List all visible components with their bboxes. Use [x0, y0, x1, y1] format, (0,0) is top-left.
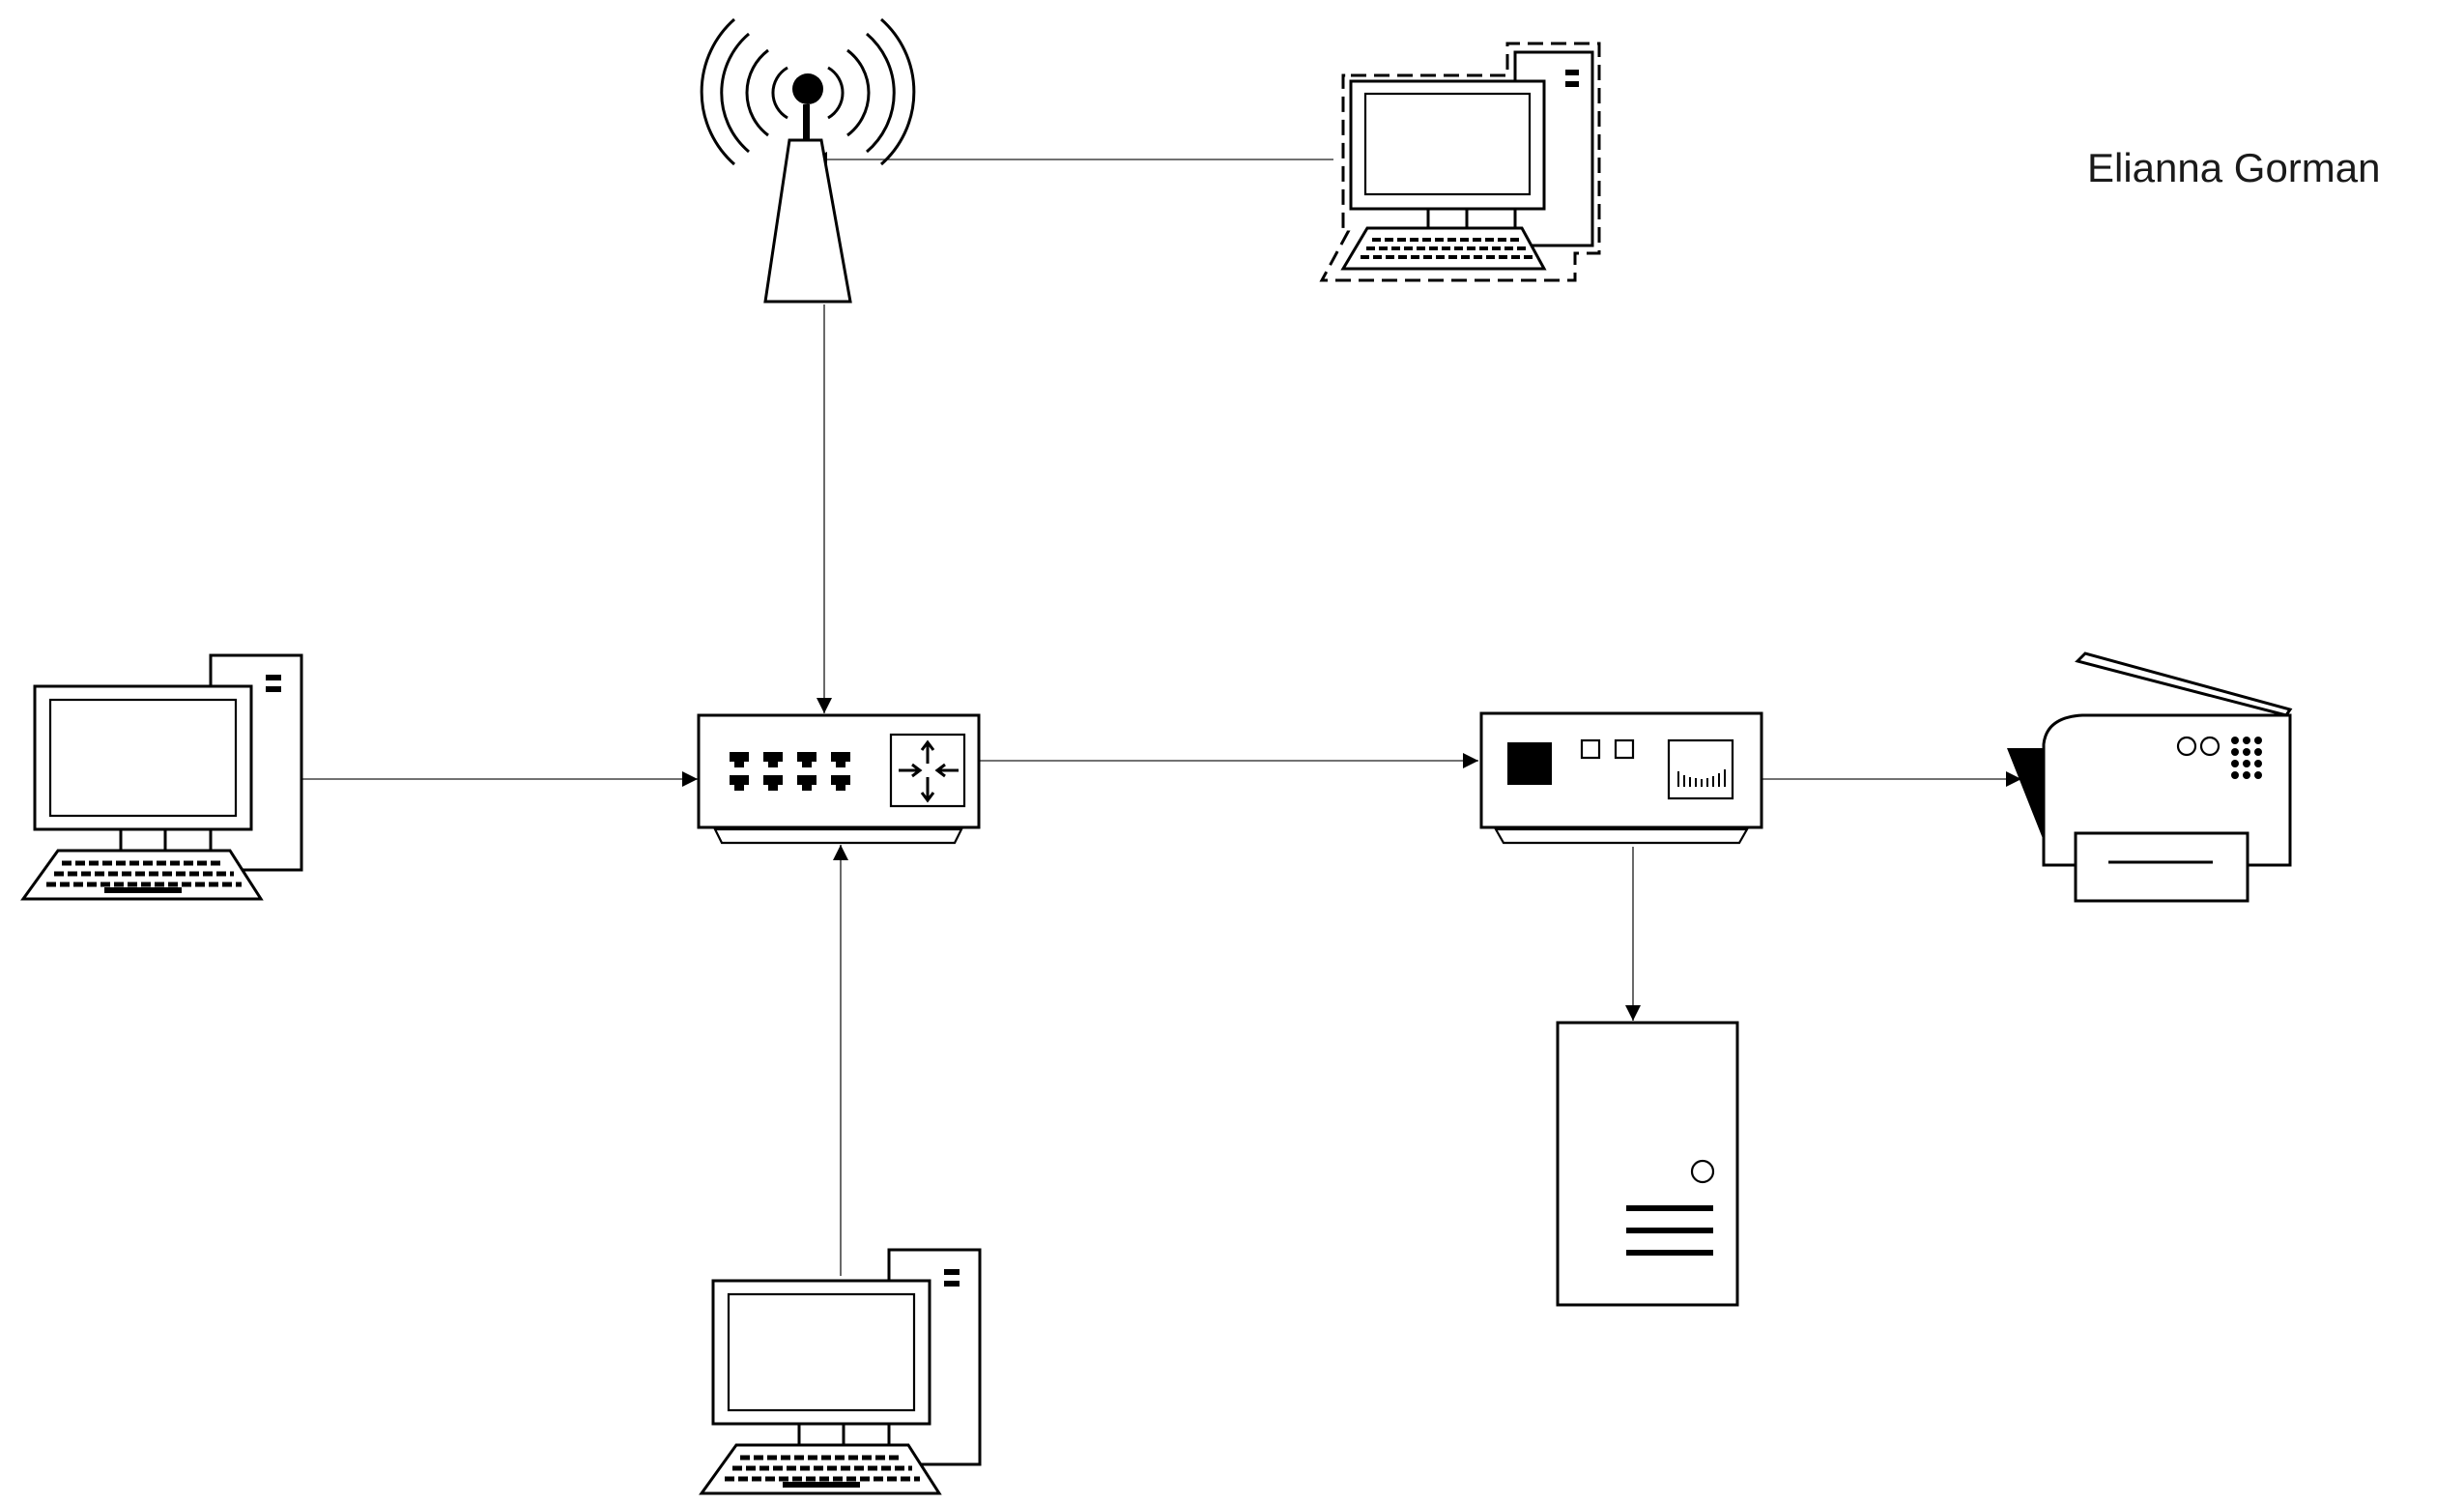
- server-tower-icon[interactable]: [1556, 1021, 1739, 1307]
- workstation-dashed-icon[interactable]: [1319, 42, 1601, 282]
- workstation-icon[interactable]: [20, 653, 303, 901]
- workstation-icon[interactable]: [699, 1248, 982, 1495]
- router-icon[interactable]: [1479, 711, 1763, 845]
- antenna-icon: [700, 17, 916, 304]
- connectors: [302, 152, 2021, 1276]
- author-label: Elianna Gorman: [2087, 145, 2381, 190]
- printer-icon[interactable]: [2007, 651, 2293, 903]
- switch-icon[interactable]: [697, 713, 981, 845]
